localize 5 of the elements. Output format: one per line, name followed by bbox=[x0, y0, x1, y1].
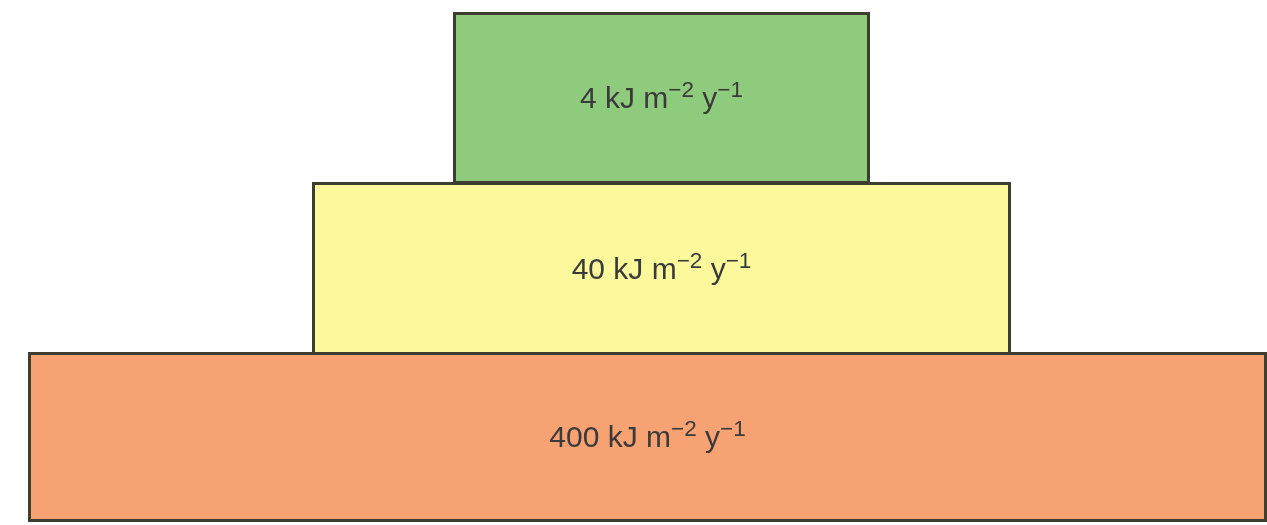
pyramid-tier bbox=[28, 352, 1267, 522]
energy-value: 400 kJ m$^{−2}$ y$^{−1}$ bbox=[549, 422, 746, 452]
energy-value: 4 kJ m$^{−2}$ y$^{−1}$ bbox=[580, 83, 743, 113]
energy-value: 40 kJ m$^{−2}$ y$^{−1}$ bbox=[571, 254, 752, 284]
pyramid-tier bbox=[453, 12, 870, 184]
